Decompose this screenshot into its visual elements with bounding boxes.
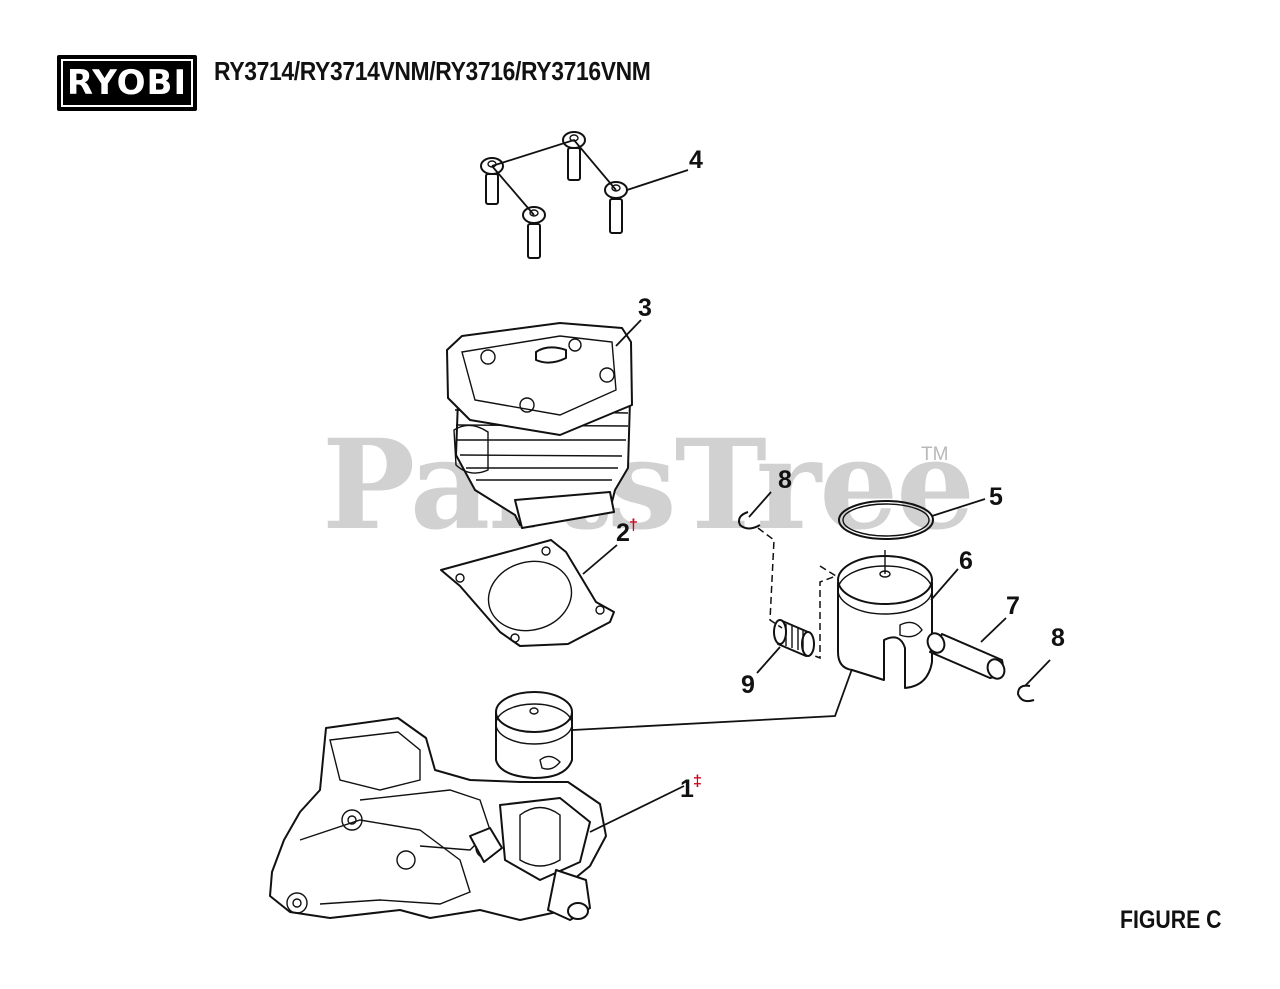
figure-label: FIGURE C [1120,906,1222,934]
callout-5: 5 [989,483,1003,511]
part-2-gasket [440,539,618,647]
part-4-screws [480,131,689,259]
part-8-circlip-right [1016,659,1051,703]
callout-2: 2 [616,519,630,547]
part-5-piston-ring [838,498,986,540]
callout-4: 4 [689,146,703,174]
callout-7: 7 [1006,592,1020,620]
callout-8-left: 8 [778,466,792,494]
watermark: PartsTree [322,413,975,558]
callout-1-mark: ‡ [693,773,702,790]
callout-1: 1 [680,775,694,803]
callout-8-right: 8 [1051,624,1065,652]
part-1-engine-block [269,668,853,921]
part-7-wrist-pin [926,617,1007,680]
callout-2-mark: † [629,517,638,534]
part-6-piston [837,550,959,689]
screw [604,181,628,234]
callout-6: 6 [959,547,973,575]
brand-logo-text: RYOBI [61,59,193,107]
watermark-tm: TM [921,444,949,465]
part-3-cylinder [446,319,642,529]
assembly-guides [757,527,838,660]
callout-3: 3 [638,294,652,322]
callout-9: 9 [741,671,755,699]
callout-labels: 1 ‡ 2 † 3 4 5 6 7 8 8 9 [616,146,1065,803]
screw [562,131,586,181]
part-8-circlip-left [738,491,772,530]
screw [480,157,504,205]
page-title: RY3714/RY3714VNM/RY3716/RY3716VNM [214,56,651,86]
part-9-needle-bearing [756,619,815,674]
brand-logo: RYOBI [57,55,197,111]
